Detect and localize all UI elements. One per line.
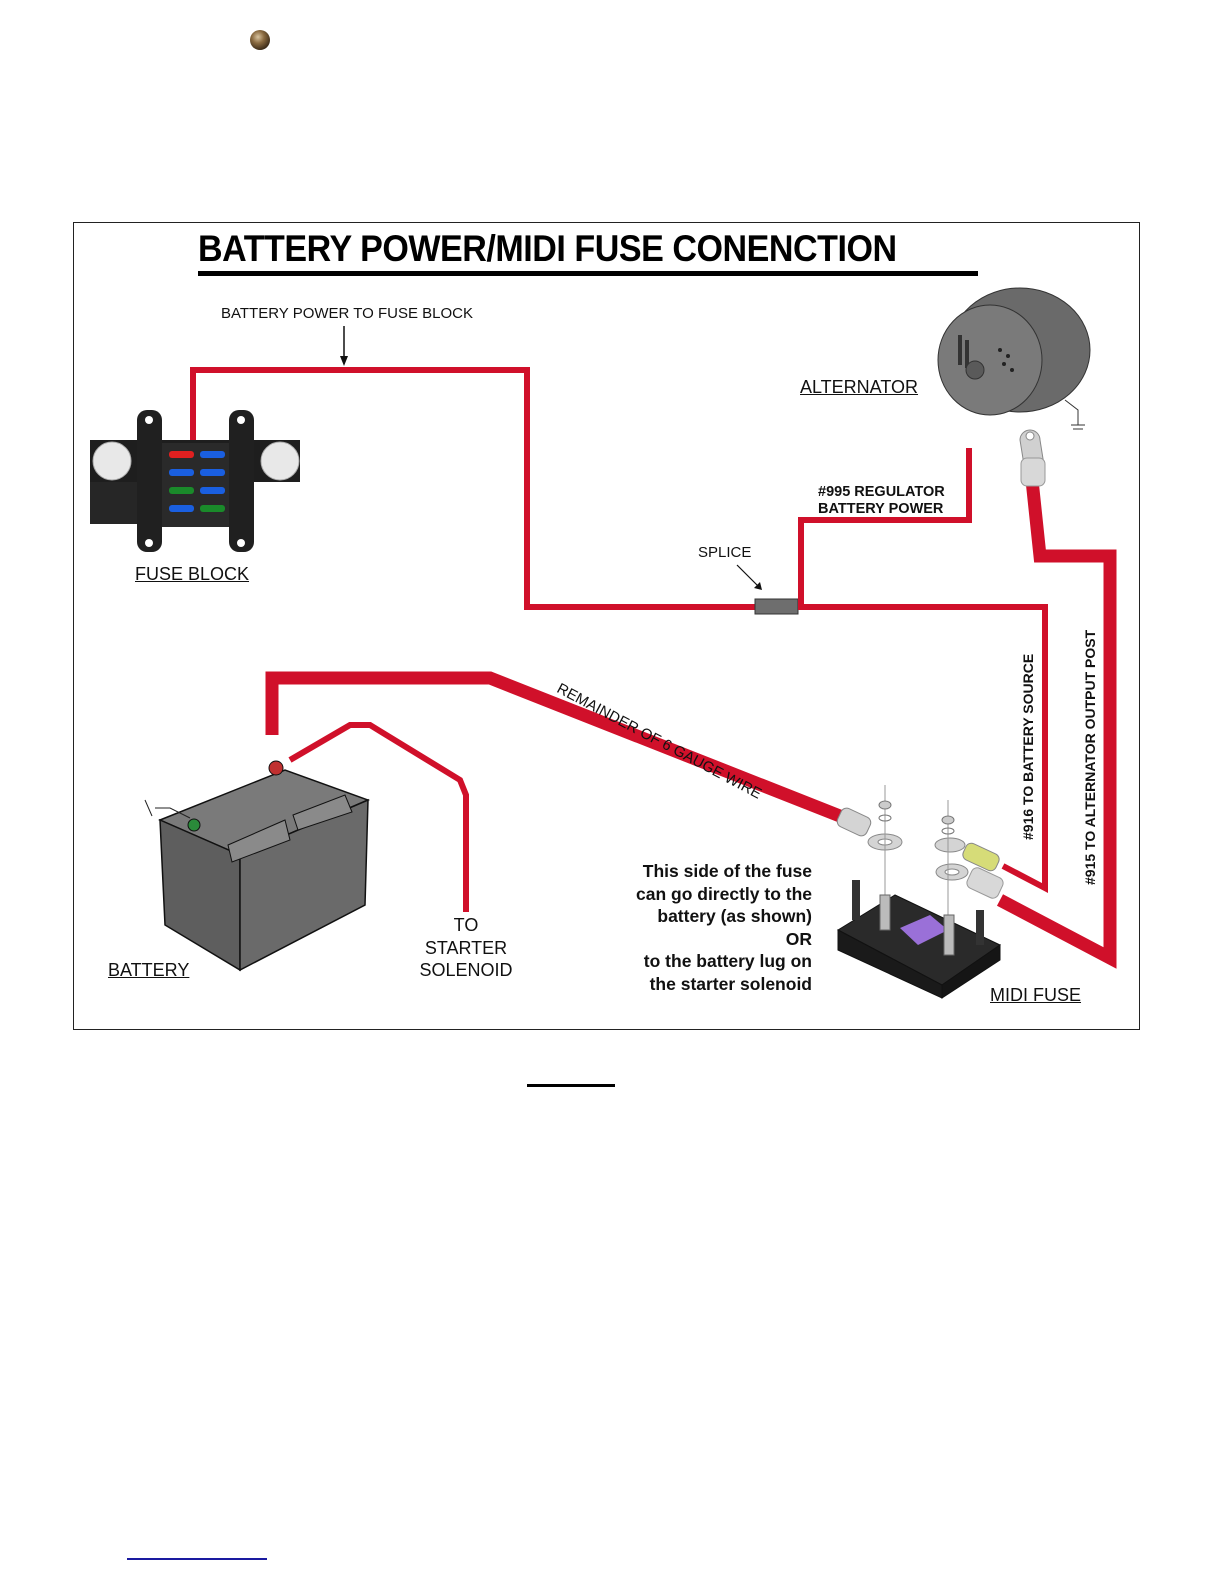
label-starter-line1: TO: [453, 915, 479, 935]
wire-915-alternator: [996, 479, 1117, 969]
battery-icon: [144, 760, 371, 972]
note-line: This side of the fuse: [642, 861, 812, 881]
label-battery: BATTERY: [108, 960, 190, 980]
label-regulator-line1: #995 REGULATOR: [818, 484, 945, 500]
section-divider: [527, 1084, 615, 1087]
arrow-splice: [736, 564, 759, 587]
label-battery-power-to-fuse-block: BATTERY POWER TO FUSE BLOCK: [221, 305, 474, 322]
label-midi-fuse: MIDI FUSE: [990, 985, 1082, 1005]
note-line: to the battery lug on: [643, 951, 812, 971]
label-916-battery-source: #916 TO BATTERY SOURCE: [1020, 653, 1036, 840]
label-915-alternator-output: #915 TO ALTERNATOR OUTPUT POST: [1082, 629, 1098, 885]
wire-6-gauge: [265, 671, 853, 827]
note-line: the starter solenoid: [649, 973, 812, 994]
diagram-frame: [73, 222, 1140, 1030]
label-splice: SPLICE: [698, 544, 752, 561]
arrowhead-battery-power: [340, 356, 348, 366]
note-line: can go directly to the: [636, 883, 812, 904]
note-line: battery (as shown): [657, 906, 812, 926]
label-regulator-line2: BATTERY POWER: [818, 501, 944, 517]
wire-916-battery-source: [798, 604, 1048, 893]
label-starter-line3: SOLENOID: [419, 960, 513, 980]
note-line: OR: [785, 928, 812, 949]
diagram-title: BATTERY POWER/MIDI FUSE CONENCTION: [198, 228, 897, 269]
midi-fuse-holder-icon: [836, 880, 1001, 999]
wire-starter-solenoid: [288, 722, 469, 912]
stud-hardware-icon: [878, 785, 955, 930]
fuse-connection-note: This side of the fuse can go directly to…: [636, 860, 812, 995]
crimp-terminal-916-icon: [934, 837, 1000, 872]
splice-connector: [754, 598, 799, 615]
bullet-icon: [250, 30, 270, 50]
arrowhead-splice: [754, 582, 762, 590]
label-to-starter-solenoid: TO STARTER SOLENOID: [418, 914, 514, 982]
alternator-ring-terminal-icon: [1019, 429, 1046, 487]
wire-regulator: [798, 448, 972, 607]
link-underline[interactable]: [127, 1558, 267, 1560]
label-regulator-battery-power: #995 REGULATOR BATTERY POWER: [818, 484, 945, 518]
label-alternator: ALTERNATOR: [800, 377, 919, 397]
fuse-block-icon: [90, 410, 300, 552]
wire-fuse-block-feed: [190, 367, 760, 610]
label-starter-line2: STARTER: [424, 937, 508, 958]
title-underline: [198, 271, 978, 276]
label-fuse-block: FUSE BLOCK: [135, 564, 250, 584]
ring-terminal-6-gauge-icon: [836, 807, 903, 851]
alternator-icon: [937, 287, 1091, 430]
